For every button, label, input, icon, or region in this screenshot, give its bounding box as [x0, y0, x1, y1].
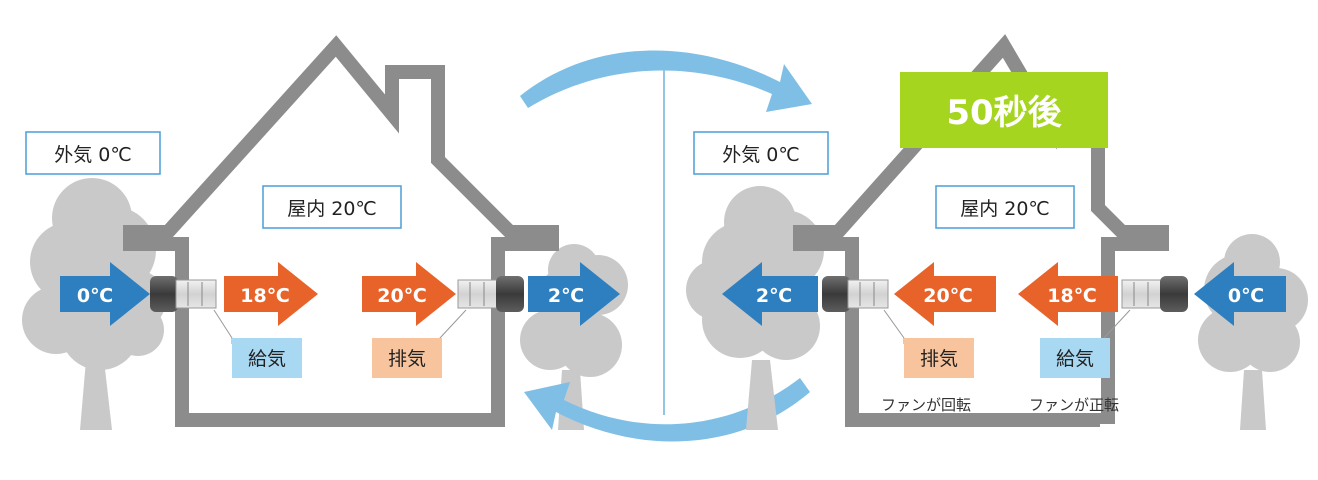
- house-outline: [123, 35, 559, 427]
- blue-arrow: 0℃: [60, 262, 150, 326]
- indoor-temp-text: 屋内 20℃: [287, 198, 377, 220]
- supply-label-box: 給気: [232, 338, 302, 378]
- orange-arrow: 18℃: [1018, 262, 1118, 326]
- left-scene: 外気 0℃ 屋内 20℃ 0℃ 18℃ 20℃ 2℃: [22, 35, 628, 430]
- arrow-temp: 2℃: [548, 285, 584, 307]
- outside-temp-text: 外気 0℃: [722, 144, 799, 166]
- ventilation-fan-icon: [150, 276, 217, 312]
- orange-arrow: 20℃: [362, 262, 456, 326]
- arrow-temp: 0℃: [77, 285, 113, 307]
- house-corner-accent: [1097, 423, 1120, 442]
- blue-arrow: 2℃: [528, 262, 620, 326]
- right-scene: 50秒後 外気 0℃ 屋内 20℃ 2℃ 20℃ 18℃ 0℃: [686, 34, 1308, 444]
- leader-line: [213, 309, 233, 344]
- ventilation-fan-icon: [457, 276, 524, 312]
- arrow-temp: 18℃: [1047, 285, 1096, 307]
- cycle-arrow-top: [520, 50, 812, 112]
- blue-arrow: 0℃: [1194, 262, 1286, 326]
- outside-temp-label: 外気 0℃: [25, 131, 161, 175]
- supply-fan-caption: ファンが正転: [1029, 396, 1119, 414]
- outside-temp-label: 外気 0℃: [693, 131, 829, 175]
- cycle-arrows: [520, 50, 812, 442]
- arrow-temp: 20℃: [377, 285, 426, 307]
- indoor-temp-label: 屋内 20℃: [262, 185, 402, 229]
- supply-label-box: 給気: [1040, 338, 1110, 378]
- exhaust-label: 排気: [920, 348, 958, 370]
- supply-label: 給気: [1056, 348, 1094, 370]
- exhaust-fan-caption: ファンが回転: [881, 396, 971, 414]
- ventilation-fan-icon: [822, 276, 889, 312]
- exhaust-label: 排気: [388, 348, 426, 370]
- exhaust-label-box: 排気: [904, 338, 974, 378]
- orange-arrow: 20℃: [894, 262, 996, 326]
- supply-label: 給気: [248, 348, 286, 370]
- time-badge: 50秒後: [900, 72, 1108, 148]
- tree-icon: [1198, 234, 1308, 430]
- ventilation-fan-icon: [1121, 276, 1188, 312]
- leader-line: [439, 309, 467, 344]
- orange-arrow: 18℃: [224, 262, 318, 326]
- indoor-temp-label: 屋内 20℃: [935, 185, 1075, 229]
- blue-arrow: 2℃: [722, 262, 818, 326]
- outside-temp-text: 外気 0℃: [54, 144, 131, 166]
- indoor-temp-text: 屋内 20℃: [960, 198, 1050, 220]
- arrow-temp: 18℃: [240, 285, 289, 307]
- arrow-temp: 0℃: [1228, 285, 1264, 307]
- leader-line: [883, 309, 905, 344]
- exhaust-label-box: 排気: [372, 338, 442, 378]
- arrow-temp: 20℃: [923, 285, 972, 307]
- arrow-temp: 2℃: [756, 285, 792, 307]
- cycle-arrow-bottom: [524, 378, 810, 442]
- time-badge-text: 50秒後: [946, 93, 1062, 133]
